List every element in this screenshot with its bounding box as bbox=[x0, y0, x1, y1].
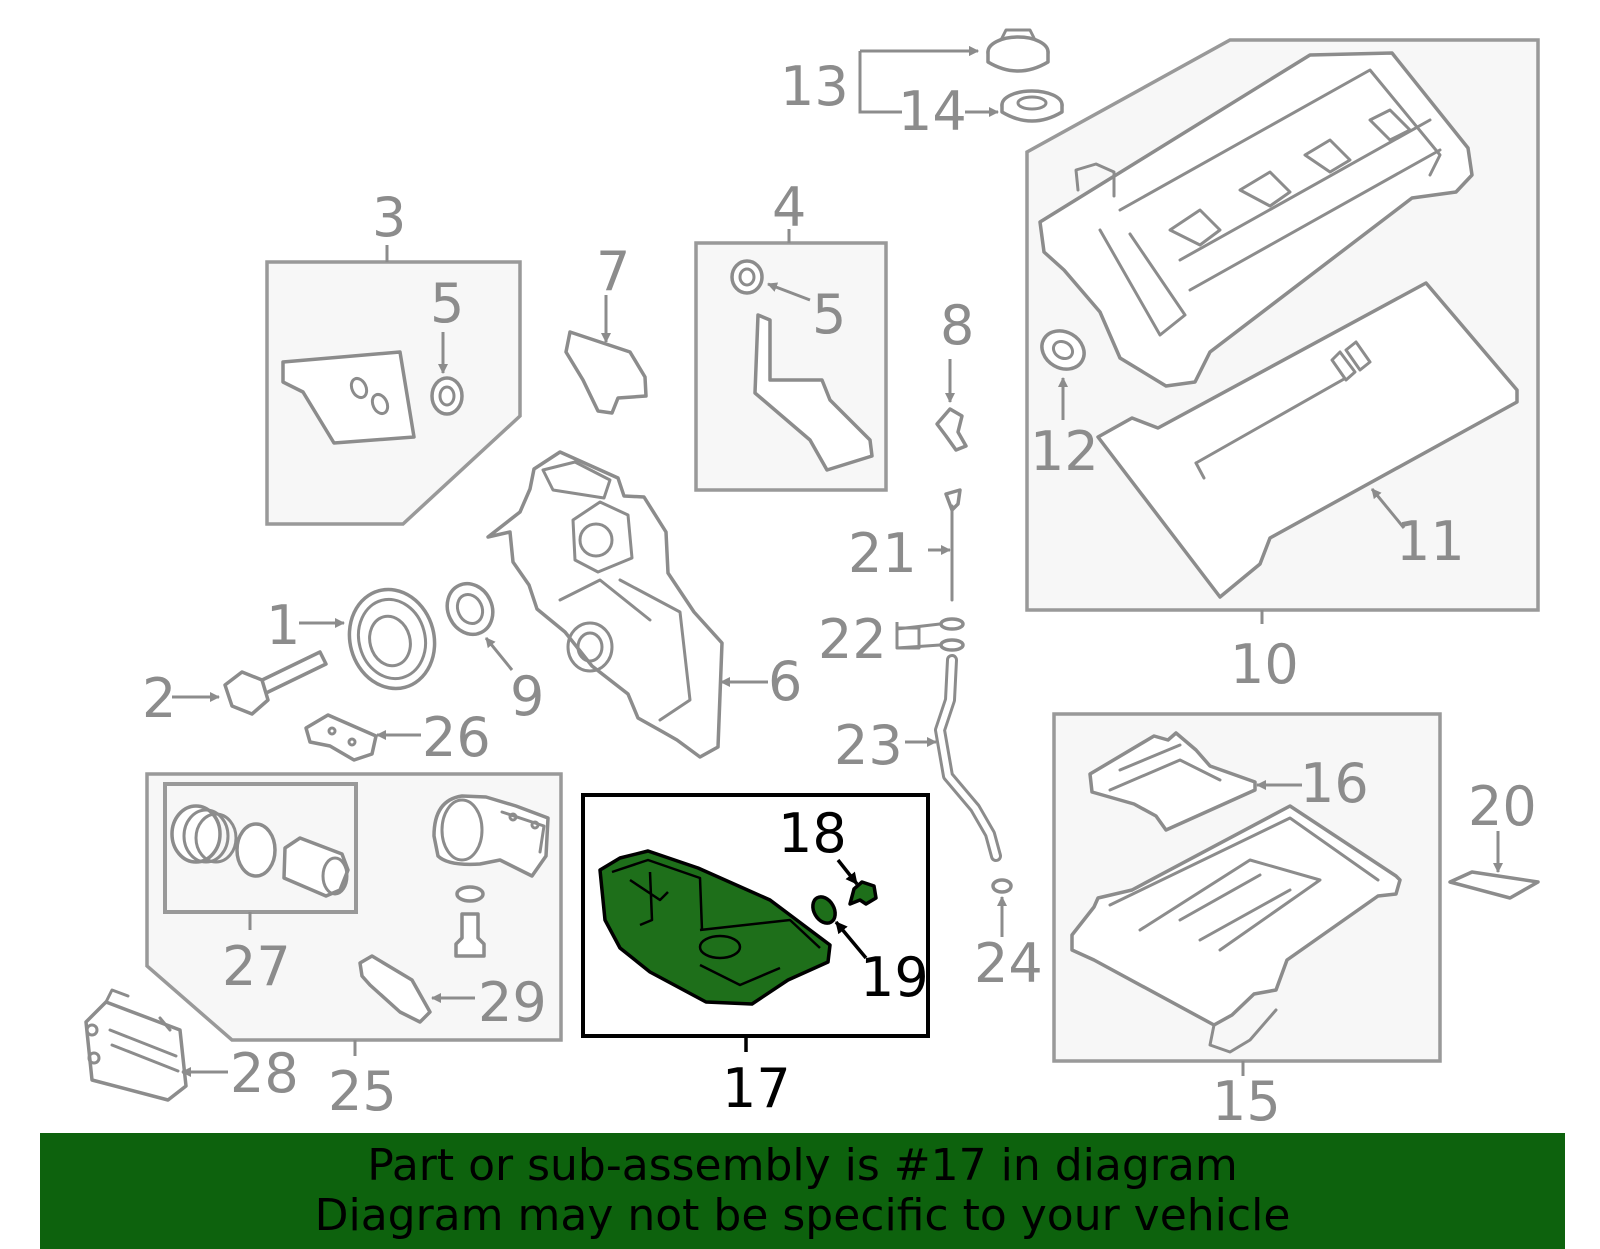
label-8: 8 bbox=[940, 294, 974, 357]
label-22: 22 bbox=[818, 608, 887, 671]
label-25: 25 bbox=[328, 1060, 397, 1123]
label-3: 3 bbox=[372, 186, 406, 249]
label-15: 15 bbox=[1212, 1070, 1281, 1133]
part-7 bbox=[564, 295, 648, 415]
group-17-panel bbox=[581, 793, 930, 1052]
label-23: 23 bbox=[834, 714, 903, 777]
label-26: 26 bbox=[422, 706, 491, 769]
drain-washer-19[interactable] bbox=[808, 893, 839, 927]
label-29: 29 bbox=[478, 971, 547, 1034]
label-16: 16 bbox=[1300, 752, 1369, 815]
label-12: 12 bbox=[1030, 420, 1099, 483]
info-banner: Part or sub-assembly is #17 in diagram D… bbox=[40, 1133, 1565, 1249]
label-17: 17 bbox=[722, 1057, 791, 1120]
part-4-gasket bbox=[753, 313, 874, 472]
part-2-bolt bbox=[172, 650, 328, 716]
part-8 bbox=[935, 359, 968, 452]
part-3-plate bbox=[281, 350, 416, 445]
group-10-panel bbox=[1025, 38, 1540, 624]
part-26-gasket bbox=[304, 713, 421, 762]
group-3-panel bbox=[265, 245, 522, 526]
label-4: 4 bbox=[772, 176, 806, 239]
seal-5-left bbox=[430, 376, 464, 416]
label-19: 19 bbox=[860, 946, 929, 1009]
label-6: 6 bbox=[768, 650, 802, 713]
label-10: 10 bbox=[1230, 633, 1299, 696]
label-11: 11 bbox=[1396, 510, 1465, 573]
label-5-right: 5 bbox=[812, 283, 846, 346]
dipstick-assembly bbox=[895, 488, 1013, 937]
label-13: 13 bbox=[780, 55, 849, 118]
seal-5-right bbox=[730, 259, 764, 295]
label-1: 1 bbox=[266, 594, 300, 657]
label-28: 28 bbox=[230, 1042, 299, 1105]
part-20 bbox=[1448, 831, 1540, 900]
group-4-panel bbox=[694, 229, 888, 492]
gasket-29 bbox=[358, 954, 432, 1024]
part-9-seal bbox=[445, 581, 514, 671]
part-6-timing-cover bbox=[486, 450, 768, 759]
group-15-panel bbox=[1052, 712, 1442, 1076]
label-24: 24 bbox=[974, 932, 1043, 995]
label-5-left: 5 bbox=[430, 272, 464, 335]
part-1-pulley bbox=[299, 587, 437, 691]
part-28-oil-cooler bbox=[84, 988, 228, 1102]
drain-plug-18[interactable] bbox=[848, 880, 878, 906]
oil-pan-upper-15 bbox=[1070, 804, 1402, 1027]
group-25-panel bbox=[145, 772, 563, 1056]
label-14: 14 bbox=[898, 80, 967, 143]
label-7: 7 bbox=[596, 240, 630, 303]
oil-filter-housing bbox=[432, 794, 550, 878]
label-2: 2 bbox=[142, 667, 176, 730]
valve-cover bbox=[1038, 51, 1474, 388]
oil-cap-13-14 bbox=[858, 28, 1064, 123]
label-9: 9 bbox=[510, 665, 544, 728]
baffle-16 bbox=[1088, 731, 1257, 832]
seal-12 bbox=[1040, 329, 1086, 371]
gasket-11 bbox=[1096, 281, 1519, 599]
callout-labels: 1 2 3 4 5 5 6 7 8 9 10 11 12 13 14 15 16… bbox=[142, 55, 1537, 1133]
label-21: 21 bbox=[848, 522, 917, 585]
label-27: 27 bbox=[222, 935, 291, 998]
banner-line-1: Part or sub-assembly is #17 in diagram bbox=[367, 1140, 1238, 1191]
banner-line-2: Diagram may not be specific to your vehi… bbox=[314, 1190, 1291, 1241]
label-18: 18 bbox=[778, 802, 847, 865]
label-20: 20 bbox=[1468, 775, 1537, 838]
